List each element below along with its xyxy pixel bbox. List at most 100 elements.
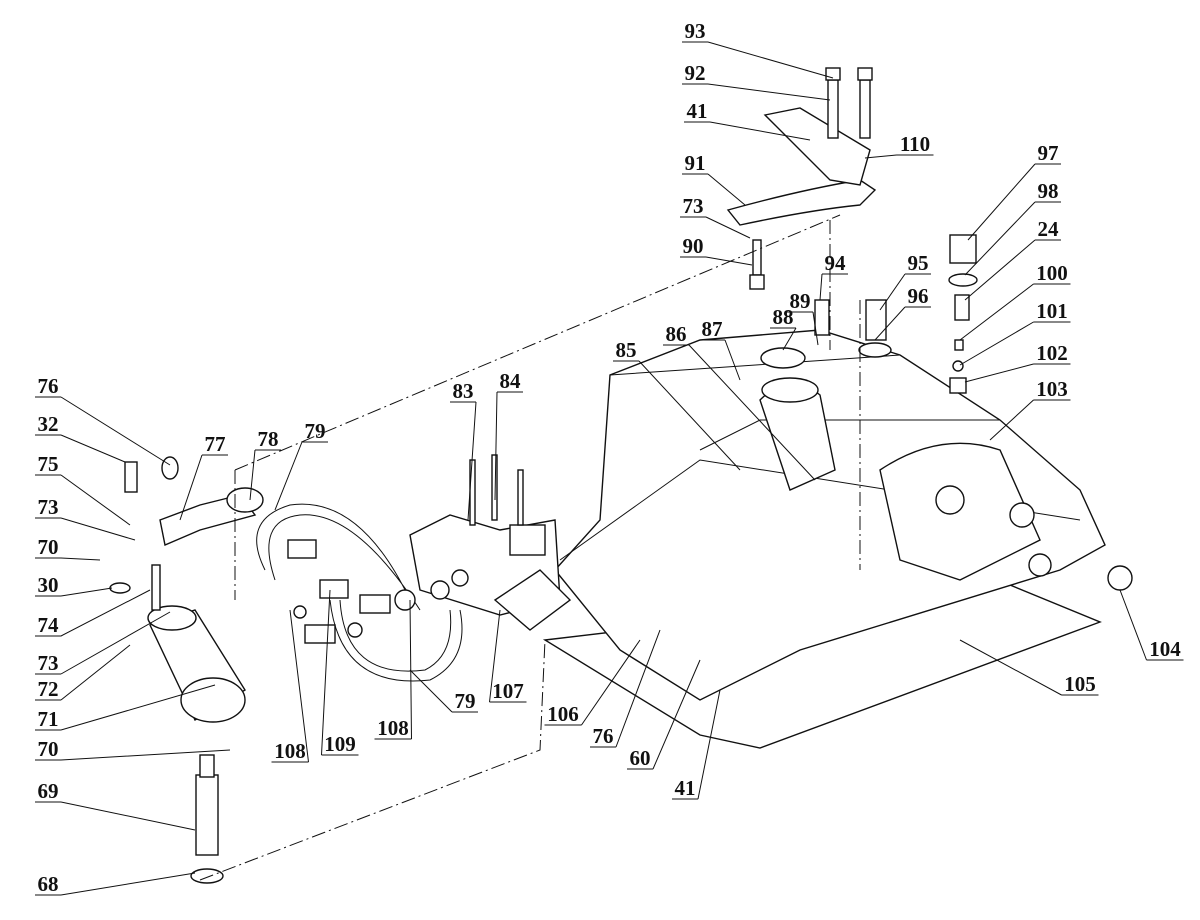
callout-label: 70	[38, 535, 59, 559]
leader-line	[35, 684, 216, 731]
callout-label: 70	[38, 737, 59, 761]
leader-line	[35, 589, 151, 637]
leader-line	[274, 441, 328, 511]
callout-label: 108	[377, 716, 409, 740]
housing	[554, 329, 1106, 701]
parts-drawing	[109, 67, 1133, 884]
leader-lines	[35, 41, 1184, 896]
callout-label: 41	[675, 776, 696, 800]
callout-label: 109	[324, 732, 356, 756]
leader-line	[682, 83, 831, 101]
callout-label: 102	[1036, 341, 1068, 365]
callout-label: 68	[38, 872, 59, 896]
leader-line	[964, 239, 1061, 301]
leader-line	[35, 644, 131, 701]
callout-label: 77	[205, 432, 226, 456]
callout-label: 72	[38, 677, 59, 701]
callout-label: 32	[38, 412, 59, 436]
callout-label: 24	[1038, 217, 1060, 241]
callout-label: 108	[274, 739, 306, 763]
leader-line	[672, 689, 721, 800]
leader-line	[35, 587, 113, 597]
callout-label: 94	[825, 251, 847, 275]
callout-label: 106	[547, 702, 579, 726]
leader-line	[249, 449, 281, 501]
callout-label: 75	[38, 452, 59, 476]
callout-label: 79	[305, 419, 326, 443]
callout-label: 69	[38, 779, 59, 803]
callout-label: 60	[630, 746, 651, 770]
leader-line	[613, 360, 741, 471]
leader-line	[35, 517, 136, 541]
leader-line	[787, 311, 819, 346]
leader-line	[271, 609, 309, 763]
callout-label: 74	[38, 613, 60, 637]
leader-line	[35, 749, 231, 761]
callout-label: 110	[900, 132, 930, 156]
leader-line	[680, 216, 751, 239]
leader-line	[35, 434, 126, 463]
callout-label: 73	[38, 651, 59, 675]
callout-label: 101	[1036, 299, 1068, 323]
pin	[195, 774, 219, 856]
leader-line	[680, 256, 753, 266]
leader-line	[35, 474, 131, 526]
leader-line	[35, 611, 171, 675]
callout-label: 90	[683, 234, 704, 258]
callout-label: 105	[1064, 672, 1096, 696]
callout-label: 78	[258, 427, 279, 451]
callout-label: 107	[492, 679, 524, 703]
leader-line	[959, 283, 1071, 341]
leader-line	[699, 339, 741, 381]
callout-label: 98	[1038, 179, 1059, 203]
leader-line	[35, 557, 101, 561]
leader-line	[964, 201, 1061, 276]
leader-line	[321, 589, 359, 756]
leader-line	[35, 801, 196, 831]
callout-label: 84	[500, 369, 522, 393]
leader-line	[590, 629, 661, 748]
leader-line	[627, 659, 701, 770]
leader-line	[770, 327, 797, 351]
leader-line	[959, 321, 1071, 366]
callout-label: 88	[773, 305, 794, 329]
leader-line	[544, 639, 641, 726]
callout-label: 30	[38, 573, 59, 597]
leader-line	[179, 454, 228, 521]
leader-line	[663, 344, 816, 481]
leader-line	[35, 396, 171, 466]
leader-line	[409, 669, 478, 713]
leader-line	[1119, 589, 1184, 661]
callout-label: 73	[683, 194, 704, 218]
leader-line	[819, 273, 848, 301]
callout-label: 91	[685, 151, 706, 175]
leader-line	[989, 399, 1071, 441]
leader-line	[864, 154, 934, 159]
leader-line	[450, 401, 477, 521]
callout-label: 41	[687, 99, 708, 123]
callout-label: 79	[455, 689, 476, 713]
callout-label: 92	[685, 61, 706, 85]
callout-label: 86	[666, 322, 687, 346]
callout-label: 97	[1038, 141, 1059, 165]
callout-label: 83	[453, 379, 474, 403]
callout-label: 100	[1036, 261, 1068, 285]
leader-line	[967, 163, 1061, 241]
leader-line	[682, 41, 834, 79]
callout-label: 89	[790, 289, 811, 313]
callout-label: 73	[38, 495, 59, 519]
callout-label: 71	[38, 707, 59, 731]
leader-line	[374, 599, 412, 740]
leader-line	[489, 609, 527, 703]
leader-line	[682, 173, 746, 206]
leader-line	[874, 306, 931, 341]
callout-label: 96	[908, 284, 929, 308]
callout-label: 85	[616, 338, 637, 362]
leader-line	[959, 639, 1099, 696]
callout-label: 76	[38, 374, 59, 398]
leader-line	[494, 391, 523, 501]
pipe	[256, 503, 421, 611]
callout-label: 103	[1036, 377, 1068, 401]
